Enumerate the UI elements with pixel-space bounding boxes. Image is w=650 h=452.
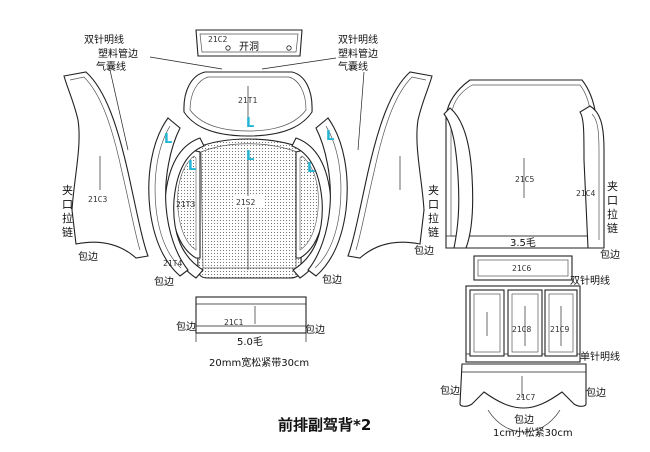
note-left-zipper: 夹 口 拉 链 [62, 184, 73, 239]
piece-21c7: 21C7 [459, 363, 587, 409]
marker-l: L [188, 159, 196, 174]
svg-text:夹: 夹 [62, 184, 73, 197]
note-baobian-10: 包边 [514, 413, 534, 426]
diagram-title: 前排副驾背*2 [278, 416, 371, 434]
piece-21c2: 21C2 开洞 [195, 29, 303, 57]
note-left-top: 双针明线 塑料管边 气囊线 [84, 33, 138, 73]
note-baobian-5: 包边 [176, 320, 196, 333]
code-21c3: 21C3 [88, 195, 107, 204]
svg-text:塑料管边: 塑料管边 [338, 47, 378, 60]
piece-21c9: 21C9 [544, 289, 578, 357]
piece-21c5: 21C5 3.5毛 [445, 79, 597, 249]
note-baobian-2: 包边 [154, 275, 174, 288]
piece-side-strip-left [163, 137, 205, 279]
piece-side-strip-right [291, 137, 333, 279]
code-21c7: 21C7 [516, 393, 535, 402]
note-single-stitch: 单针明线 [580, 350, 620, 363]
note-right-zipper-a: 夹 口 拉 链 [428, 184, 439, 239]
svg-text:链: 链 [607, 221, 618, 235]
hole-icon [286, 45, 292, 51]
code-21t3: 21T3 [176, 200, 195, 209]
hole-icon [225, 45, 231, 51]
svg-text:拉: 拉 [428, 211, 439, 225]
code-21t4: 21T4 [163, 259, 182, 268]
marker-l: L [246, 149, 254, 164]
piece-lower-left-pocket [469, 289, 505, 357]
piece-21t1: 21T1 [183, 71, 313, 137]
note-baobian-1: 包边 [78, 250, 98, 263]
note-kaidong: 开洞 [239, 41, 259, 53]
code-21s2: 21S2 [236, 198, 255, 207]
svg-text:口: 口 [428, 198, 439, 211]
piece-21c1: 21C1 [195, 296, 307, 334]
piece-21c8: 21C8 [507, 289, 543, 357]
piece-right-wing [307, 117, 348, 277]
marker-l: L [246, 116, 254, 131]
svg-text:拉: 拉 [62, 211, 73, 225]
svg-text:气囊线: 气囊线 [338, 60, 368, 73]
note-baobian-3: 包边 [322, 273, 342, 286]
note-elastic-bottom: 1cm小松紧30cm [493, 426, 573, 439]
note-baobian-7: 包边 [600, 248, 620, 261]
note-baobian-6: 包边 [305, 323, 325, 336]
svg-text:夹: 夹 [428, 184, 439, 197]
svg-text:拉: 拉 [607, 207, 618, 221]
piece-right-side-panel [347, 71, 433, 259]
marker-l: L [307, 161, 315, 176]
piece-right-left-strip [443, 107, 474, 249]
code-21t1: 21T1 [238, 96, 257, 105]
note-c1-band: 20mm宽松紧带30cm [209, 356, 309, 369]
marker-l: L [164, 132, 172, 147]
note-c1-strip: 5.0毛 [237, 336, 263, 348]
svg-text:口: 口 [607, 194, 618, 207]
svg-text:气囊线: 气囊线 [96, 60, 126, 73]
note-baobian-4: 包边 [414, 244, 434, 257]
code-21c8: 21C8 [512, 325, 531, 334]
code-21c1: 21C1 [224, 318, 243, 327]
code-21c9: 21C9 [550, 325, 569, 334]
svg-text:夹: 夹 [607, 180, 618, 193]
note-right-top: 双针明线 塑料管边 气囊线 [338, 33, 378, 73]
piece-21c6: 21C6 [473, 255, 573, 281]
piece-21c3: 21C3 [63, 71, 149, 259]
code-21c5: 21C5 [515, 175, 534, 184]
svg-text:链: 链 [62, 225, 73, 239]
svg-text:链: 链 [428, 225, 439, 239]
piece-21t4: 21T4 [148, 117, 189, 277]
note-c5-strip: 3.5毛 [510, 237, 536, 249]
code-21c6: 21C6 [512, 264, 531, 273]
piece-21c4: 21C4 [576, 105, 605, 249]
note-right-zipper-b: 夹 口 拉 链 [607, 180, 618, 235]
note-baobian-9: 包边 [586, 386, 606, 399]
note-baobian-8: 包边 [440, 384, 460, 397]
svg-text:双针明线: 双针明线 [84, 33, 124, 46]
piece-21s2: 21S2 [195, 138, 303, 279]
code-21c4: 21C4 [576, 189, 595, 198]
svg-text:塑料管边: 塑料管边 [98, 47, 138, 60]
code-21c2: 21C2 [208, 35, 227, 44]
marker-l: L [326, 129, 334, 144]
svg-text:双针明线: 双针明线 [338, 33, 378, 46]
svg-text:口: 口 [62, 198, 73, 211]
note-double-stitch: 双针明线 [570, 274, 610, 287]
